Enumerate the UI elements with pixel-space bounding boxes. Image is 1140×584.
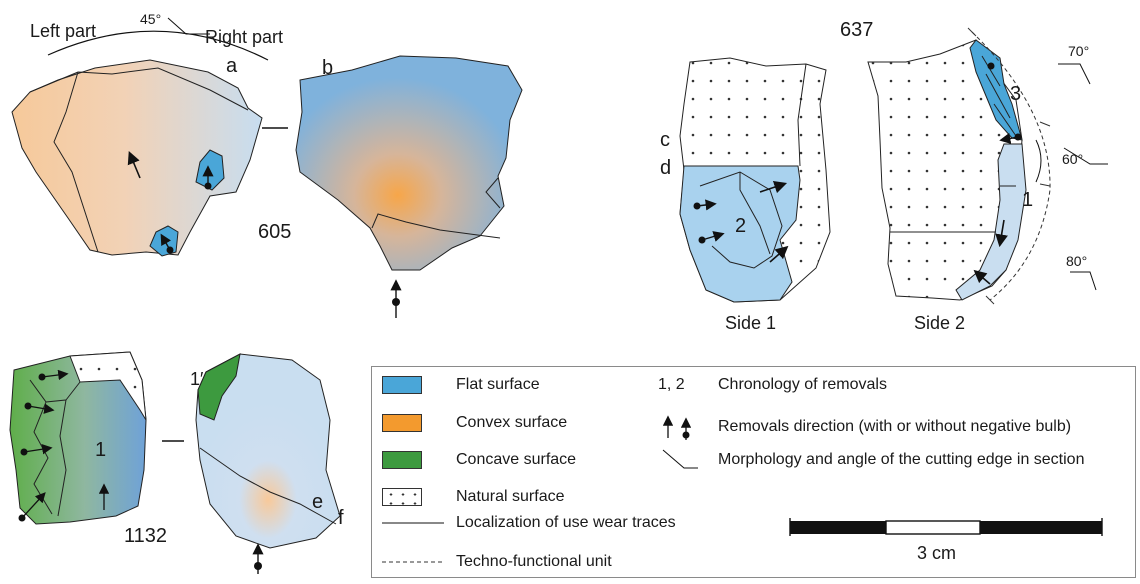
morphology-label: Morphology and angle of the cutting edge… [718,451,1085,468]
unit-1-label-637: 1 [1022,189,1034,211]
chronology-label: Chronology of removals [718,376,887,393]
angle-60-label: 60° [1062,151,1084,167]
angle-45-label: 45° [140,11,162,27]
artifact-id-605: 605 [258,221,292,243]
artifact-1132 [9,351,341,574]
swatch-concave [382,451,422,469]
legend-convex-label: Convex surface [456,414,568,431]
unit-1-prime-label: 1′ [190,369,204,389]
legend-natural-label: Natural surface [456,488,565,505]
unit-3-label: 3 [1010,83,1022,105]
angle-70-label: 70° [1068,43,1090,59]
label-c: c [660,129,670,151]
legend-functional-unit-label: Techno-functional unit [456,553,612,570]
legend-use-wear-label: Localization of use wear traces [456,514,676,531]
swatch-convex [382,414,422,432]
artifact-id-1132: 1132 [124,525,168,547]
angle-mark-637-70 [1058,63,1091,85]
scale-bar [789,518,1103,536]
label-f: f [338,507,344,529]
swatch-natural [382,488,422,506]
edge-arc-605 [47,30,269,61]
artifact-id-637: 637 [840,19,874,41]
label-d: d [660,157,672,179]
legend-symbols [382,415,698,563]
unit-2-label: 2 [735,215,747,237]
artifact-605-side-a [11,59,263,256]
concave-zone-1132 [197,353,241,421]
functional-unit-637 [971,31,1051,301]
label-b: b [322,57,334,79]
direction-label: Removals direction (with or without nega… [718,418,1072,435]
label-a: a [226,55,238,77]
chronology-symbol: 1, 2 [658,376,685,393]
artifact-637 [679,27,1108,305]
legend-flat-label: Flat surface [456,376,540,393]
side-1-label: Side 1 [725,313,777,333]
flat-zone-637-unit-1 [955,143,1027,301]
angle-mark-637-80 [1070,271,1097,291]
angle-mark-637-60 [1063,147,1108,165]
artifact-605-side-b [295,55,523,271]
right-part-label: Right part [205,27,284,47]
scale-label: 3 cm [917,543,957,563]
angle-80-label: 80° [1066,253,1088,269]
legend-concave-label: Concave surface [456,451,577,468]
legend-box [371,366,1136,578]
artifact-1132-side-b [195,353,341,549]
swatch-flat [382,376,422,394]
label-e: e [312,491,324,513]
angle-mark-605 [167,17,210,35]
artifact-605 [11,17,523,318]
left-part-label: Left part [30,21,97,41]
unit-1-label-1132: 1 [95,439,107,461]
angle-section-icon [662,449,698,469]
side-2-label: Side 2 [914,313,966,333]
